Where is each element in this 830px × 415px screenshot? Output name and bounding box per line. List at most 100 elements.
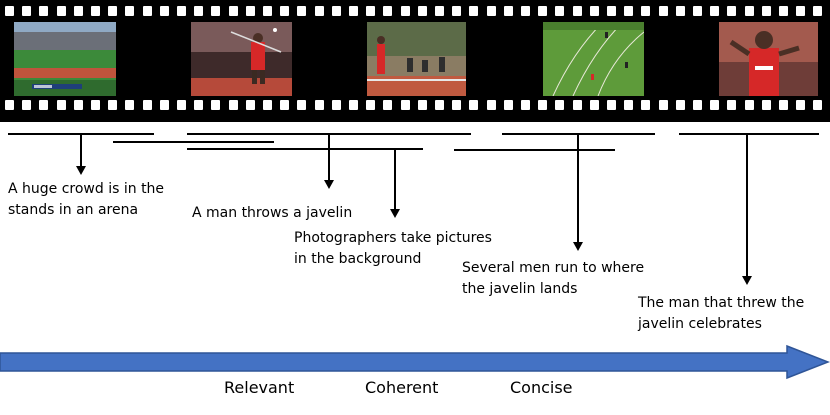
sprocket-hole	[589, 6, 599, 16]
sprocket-hole	[331, 100, 341, 110]
sprocket-hole	[469, 100, 479, 110]
sprocket-hole	[228, 100, 238, 110]
sprocket-hole	[263, 6, 272, 16]
sprocket-hole	[727, 6, 737, 16]
sprocket-hole	[761, 6, 771, 16]
sprocket-hole	[555, 100, 565, 110]
sprocket-hole	[658, 100, 668, 110]
sprocket-hole	[263, 100, 272, 110]
sprocket-hole	[572, 100, 582, 110]
event-span-bar-3	[187, 148, 423, 150]
sprocket-hole	[503, 6, 513, 16]
sprocket-hole	[228, 6, 238, 16]
sprocket-hole	[744, 100, 754, 110]
sprocket-hole	[297, 100, 307, 110]
sprocket-hole	[744, 6, 754, 16]
criterion-concise: Concise	[510, 378, 573, 397]
sprocket-hole	[675, 100, 685, 110]
sprocket-hole	[658, 6, 668, 16]
filmstrip	[0, 0, 830, 122]
sprocket-hole	[383, 6, 393, 16]
sprocket-hole	[675, 6, 685, 16]
sprocket-hole	[796, 100, 806, 110]
criterion-relevant: Relevant	[224, 378, 295, 397]
event-span-bar-4b	[454, 149, 615, 151]
sprocket-hole	[331, 6, 341, 16]
sprocket-hole	[435, 6, 444, 16]
sprocket-holes-bottom	[0, 100, 830, 110]
sprocket-hole	[555, 6, 565, 16]
sprocket-hole	[73, 6, 83, 16]
sprocket-hole	[91, 6, 100, 16]
event-span-bar-1b	[113, 141, 274, 143]
sprocket-hole	[125, 6, 135, 16]
sprocket-hole	[486, 6, 496, 16]
event-caption-2: A man throws a javelin	[192, 205, 353, 221]
sprocket-hole	[245, 6, 255, 16]
sprocket-hole	[796, 6, 806, 16]
sprocket-hole	[417, 6, 427, 16]
sprocket-hole	[73, 100, 83, 110]
sprocket-hole	[779, 100, 788, 110]
sprocket-hole	[813, 6, 823, 16]
sprocket-hole	[245, 100, 255, 110]
sprocket-hole	[469, 6, 479, 16]
sprocket-hole	[177, 6, 186, 16]
sprocket-hole	[159, 100, 169, 110]
sprocket-hole	[641, 100, 651, 110]
sprocket-hole	[194, 100, 204, 110]
sprocket-hole	[366, 100, 376, 110]
criterion-coherent: Coherent	[365, 378, 439, 397]
sprocket-hole	[142, 6, 152, 16]
sprocket-hole	[56, 100, 66, 110]
sprocket-hole	[142, 100, 152, 110]
sprocket-hole	[159, 6, 169, 16]
sprocket-hole	[624, 100, 634, 110]
sprocket-hole	[813, 100, 823, 110]
sprocket-hole	[693, 100, 702, 110]
sprocket-hole	[314, 100, 324, 110]
video-frame-1-stadium	[14, 22, 116, 96]
sprocket-hole	[607, 6, 616, 16]
connector-arrow-2	[324, 134, 334, 189]
video-frame-5-celebration	[719, 22, 818, 96]
sprocket-hole	[400, 6, 410, 16]
sprocket-hole	[383, 100, 393, 110]
sprocket-hole	[349, 6, 358, 16]
sprocket-hole	[56, 6, 66, 16]
sprocket-hole	[521, 100, 530, 110]
sprocket-hole	[521, 6, 530, 16]
sprocket-hole	[486, 100, 496, 110]
video-frame-4-runners	[543, 22, 644, 96]
sprocket-hole	[211, 6, 221, 16]
sprocket-hole	[108, 100, 118, 110]
event-caption-4: Several men run to where the javelin lan…	[462, 260, 645, 297]
sprocket-hole	[314, 6, 324, 16]
event-caption-3: Photographers take pictures in the backg…	[294, 230, 492, 267]
timeline-arrow	[0, 344, 830, 380]
sprocket-hole	[503, 100, 513, 110]
sprocket-hole	[589, 100, 599, 110]
sprocket-hole	[91, 100, 100, 110]
sprocket-hole	[280, 6, 290, 16]
sprocket-hole	[125, 100, 135, 110]
connector-arrow-5	[742, 134, 752, 285]
sprocket-hole	[108, 6, 118, 16]
sprocket-hole	[297, 6, 307, 16]
sprocket-hole	[177, 100, 186, 110]
event-caption-1: A huge crowd is in the stands in an aren…	[8, 181, 165, 218]
video-frame-2-javelin-throw	[191, 22, 292, 96]
sprocket-hole	[435, 100, 444, 110]
connector-arrow-1	[76, 134, 86, 175]
sprocket-hole	[607, 100, 616, 110]
sprocket-hole	[779, 6, 788, 16]
sprocket-hole	[280, 100, 290, 110]
sprocket-hole	[366, 6, 376, 16]
connector-arrow-4	[573, 134, 583, 251]
event-caption-5: The man that threw the javelin celebrate…	[638, 295, 805, 332]
sprocket-hole	[417, 100, 427, 110]
sprocket-hole	[400, 100, 410, 110]
sprocket-hole	[39, 100, 49, 110]
sprocket-hole	[538, 100, 548, 110]
sprocket-hole	[5, 6, 14, 16]
